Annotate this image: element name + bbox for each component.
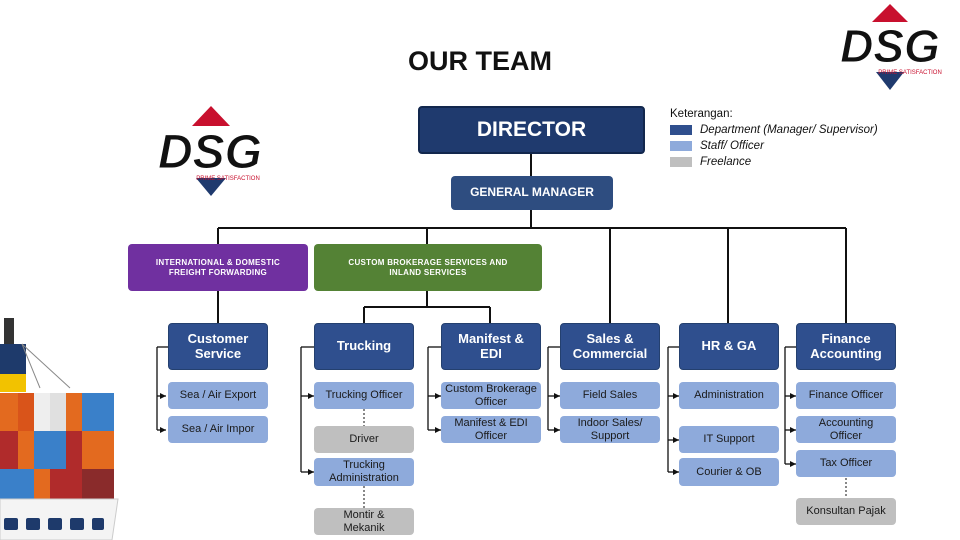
legend-heading: Keterangan: xyxy=(670,108,733,120)
freelance-konsultan-pajak: Konsultan Pajak xyxy=(796,498,896,525)
legend-label-freelance: Freelance xyxy=(700,156,752,168)
staff-sea-air-export: Sea / Air Export xyxy=(168,382,268,409)
container-ship-illustration xyxy=(0,318,119,540)
legend-swatch-staff xyxy=(670,141,692,151)
svg-text:DSG: DSG xyxy=(158,126,262,179)
dsg-logo-left: DSG PRIME SATISFACTION xyxy=(157,106,263,196)
dept-finance-accounting: Finance Accounting xyxy=(796,323,896,370)
legend-item-department: Department (Manager/ Supervisor) xyxy=(670,122,878,138)
dept-trucking: Trucking xyxy=(314,323,414,370)
staff-trucking-officer: Trucking Officer xyxy=(314,382,414,409)
legend-label-staff: Staff/ Officer xyxy=(700,140,764,152)
legend: Keterangan: Department (Manager/ Supervi… xyxy=(670,108,878,170)
division-custom-brokerage: CUSTOM BROKERAGE SERVICES AND INLAND SER… xyxy=(314,244,542,291)
staff-manifest-edi-officer: Manifest & EDI Officer xyxy=(441,416,541,443)
legend-swatch-department xyxy=(670,125,692,135)
staff-tax-officer: Tax Officer xyxy=(796,450,896,477)
staff-accounting-officer: Accounting Officer xyxy=(796,416,896,443)
svg-text:PRIME SATISFACTION: PRIME SATISFACTION xyxy=(878,70,942,76)
legend-label-department: Department (Manager/ Supervisor) xyxy=(700,124,878,136)
freelance-driver: Driver xyxy=(314,426,414,453)
legend-item-staff: Staff/ Officer xyxy=(670,138,878,154)
staff-courier-ob: Courier & OB xyxy=(679,458,779,486)
dept-hr-ga: HR & GA xyxy=(679,323,779,370)
svg-text:DSG: DSG xyxy=(840,20,940,72)
staff-sea-air-impor: Sea / Air Impor xyxy=(168,416,268,443)
division-freight-forwarding: INTERNATIONAL & DOMESTIC FREIGHT FORWARD… xyxy=(128,244,308,291)
dept-customer-service: Customer Service xyxy=(168,323,268,370)
director-box: DIRECTOR xyxy=(418,106,645,154)
page-title: OUR TEAM xyxy=(408,46,552,76)
legend-item-freelance: Freelance xyxy=(670,154,878,170)
legend-swatch-freelance xyxy=(670,157,692,167)
staff-trucking-administration: Trucking Administration xyxy=(314,458,414,486)
staff-field-sales: Field Sales xyxy=(560,382,660,409)
svg-text:PRIME SATISFACTION: PRIME SATISFACTION xyxy=(196,176,260,182)
staff-finance-officer: Finance Officer xyxy=(796,382,896,409)
dsg-logo-right: DSG PRIME SATISFACTION xyxy=(840,4,942,90)
staff-administration: Administration xyxy=(679,382,779,409)
freelance-montir-mekanik: Montir & Mekanik xyxy=(314,508,414,535)
staff-indoor-sales-support: Indoor Sales/ Support xyxy=(560,416,660,443)
dept-sales-commercial: Sales & Commercial xyxy=(560,323,660,370)
dept-manifest-edi: Manifest & EDI xyxy=(441,323,541,370)
staff-custom-brokerage-officer: Custom Brokerage Officer xyxy=(441,382,541,409)
general-manager-box: GENERAL MANAGER xyxy=(451,176,613,210)
staff-it-support: IT Support xyxy=(679,426,779,453)
